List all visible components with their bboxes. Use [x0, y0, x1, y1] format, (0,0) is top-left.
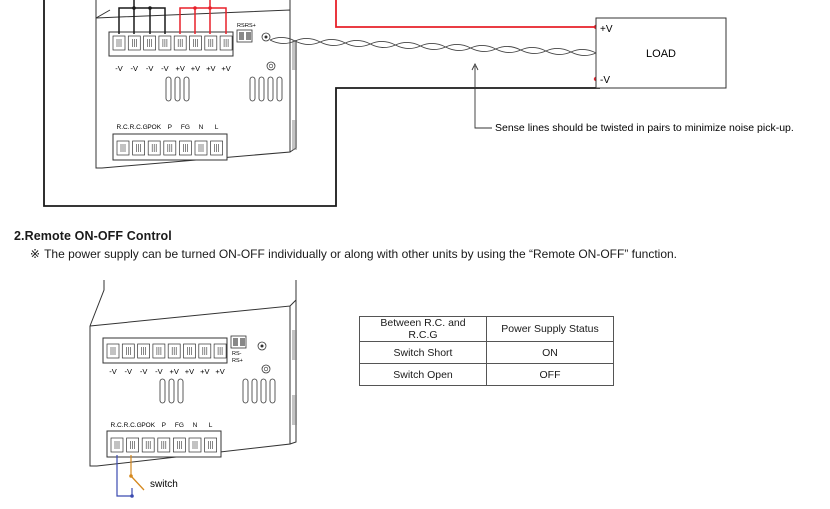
input-terminal-label: R.C.: [117, 124, 130, 131]
vent-slot: [251, 378, 258, 404]
reference-mark: ※: [30, 247, 41, 261]
sense-note-pointer: [474, 66, 492, 129]
negative-jumpers: [118, 7, 166, 34]
table-row: Switch Short ON: [359, 341, 614, 364]
vent-slot: [258, 76, 265, 102]
terminal-screw: [183, 343, 196, 359]
input-terminal-screw: [173, 437, 186, 453]
vent-slot: [260, 378, 267, 404]
sense-label-rs-minus: RS-: [232, 351, 242, 357]
input-terminal-screw: [188, 437, 202, 453]
vent-slot: [177, 378, 184, 404]
input-terminal-label: R.C.: [111, 422, 124, 429]
output-terminal-label: -V: [146, 64, 154, 73]
psu-body-outline: [89, 280, 297, 467]
switch-label: switch: [150, 479, 178, 490]
vent-slot: [168, 378, 175, 404]
input-terminal-label: L: [209, 422, 213, 429]
output-terminal-label: +V: [200, 367, 209, 376]
vent-slot: [276, 76, 283, 102]
section-title: 2.Remote ON-OFF Control: [14, 229, 172, 243]
output-terminal-label: -V: [109, 367, 117, 376]
terminal-screw: [167, 343, 181, 359]
terminal-screw: [137, 343, 150, 359]
switch-lever: [130, 475, 145, 491]
input-terminal-label: N: [199, 124, 204, 131]
output-terminal-block: [102, 337, 228, 364]
sense-note: Sense lines should be twisted in pairs t…: [495, 122, 794, 134]
output-terminal-label: +V: [221, 64, 230, 73]
terminal-screw: [198, 343, 212, 359]
sense-label-rs-minus: RS-: [237, 23, 247, 29]
table-cell: Switch Short: [359, 341, 487, 364]
load-label: LOAD: [646, 48, 676, 60]
twisted-sense-line-b: [269, 38, 597, 79]
input-terminal-screw: [126, 437, 139, 453]
output-terminal-label: -V: [125, 367, 133, 376]
input-terminal-screw: [141, 437, 155, 453]
input-terminal-screw: [157, 437, 171, 453]
table-header-row: Between R.C. and R.C.G Power Supply Stat…: [359, 316, 614, 342]
output-terminal-label: +V: [185, 367, 194, 376]
sense-label-rs-plus: RS+: [232, 358, 243, 364]
input-terminal-screw: [110, 437, 124, 453]
input-terminal-label: L: [215, 124, 219, 131]
vent-slot: [269, 378, 276, 404]
input-terminal-block: [106, 430, 222, 458]
output-terminal-label: -V: [115, 64, 123, 73]
section-description: ※The power supply can be turned ON-OFF i…: [30, 247, 677, 261]
output-terminal-label: -V: [155, 367, 163, 376]
vent-slot: [242, 378, 249, 404]
input-terminal-screw: [204, 437, 217, 453]
input-terminal-label: POK: [147, 124, 161, 131]
positive-jumpers: [179, 7, 227, 34]
output-terminal-label: +V: [206, 64, 215, 73]
terminal-screw: [213, 343, 227, 359]
output-terminal-label: +V: [191, 64, 200, 73]
vent-slot: [267, 76, 274, 102]
vent-slot: [165, 76, 172, 102]
load-box: [595, 17, 727, 89]
table-header: Between R.C. and R.C.G: [359, 316, 487, 342]
output-terminal-label: +V: [215, 367, 224, 376]
table-cell: Switch Open: [359, 363, 487, 386]
input-terminal-label: POK: [141, 422, 155, 429]
load-pos-label: +V: [600, 24, 613, 35]
input-terminal-label: FG: [181, 124, 190, 131]
output-terminal-label: +V: [170, 367, 179, 376]
table-cell: OFF: [486, 363, 614, 386]
table-cell: ON: [486, 341, 614, 364]
positive-wire: [335, 0, 598, 28]
terminal-screw: [152, 343, 166, 359]
adjust-potentiometer: [266, 61, 276, 71]
input-terminal-label: N: [193, 422, 198, 429]
input-terminal-label: R.C.G: [124, 422, 142, 429]
output-terminal-label: -V: [140, 367, 148, 376]
vent-slot: [183, 76, 190, 102]
table-row: Switch Open OFF: [359, 363, 614, 386]
terminal-screw: [106, 343, 120, 359]
terminal-screw: [121, 343, 135, 359]
vent-slot: [159, 378, 166, 404]
rc-wire: [116, 455, 132, 497]
vent-slot: [249, 76, 256, 102]
remote-sense-diagram: LOAD +V -V -V -V -V -V +V +V +V +V RS- RS+ R.C.…: [43, 0, 794, 207]
input-terminal-label: FG: [175, 422, 184, 429]
sense-connector: [236, 29, 271, 43]
sense-label-rs-plus: RS+: [245, 23, 256, 29]
enclosure-frame: [43, 0, 600, 207]
remote-onoff-table: Between R.C. and R.C.G Power Supply Stat…: [359, 316, 614, 386]
input-terminal-label: P: [168, 124, 172, 131]
input-terminal-label: R.C.G: [130, 124, 148, 131]
output-terminal-label: -V: [161, 64, 169, 73]
output-terminal-label: -V: [131, 64, 139, 73]
adjust-potentiometer: [261, 364, 271, 374]
sense-connector: [230, 335, 267, 351]
table-header: Power Supply Status: [486, 316, 614, 342]
description-text: The power supply can be turned ON-OFF in…: [44, 247, 678, 261]
output-terminal-label: +V: [176, 64, 185, 73]
load-neg-label: -V: [600, 75, 610, 86]
input-terminal-label: P: [162, 422, 166, 429]
vent-slot: [174, 76, 181, 102]
